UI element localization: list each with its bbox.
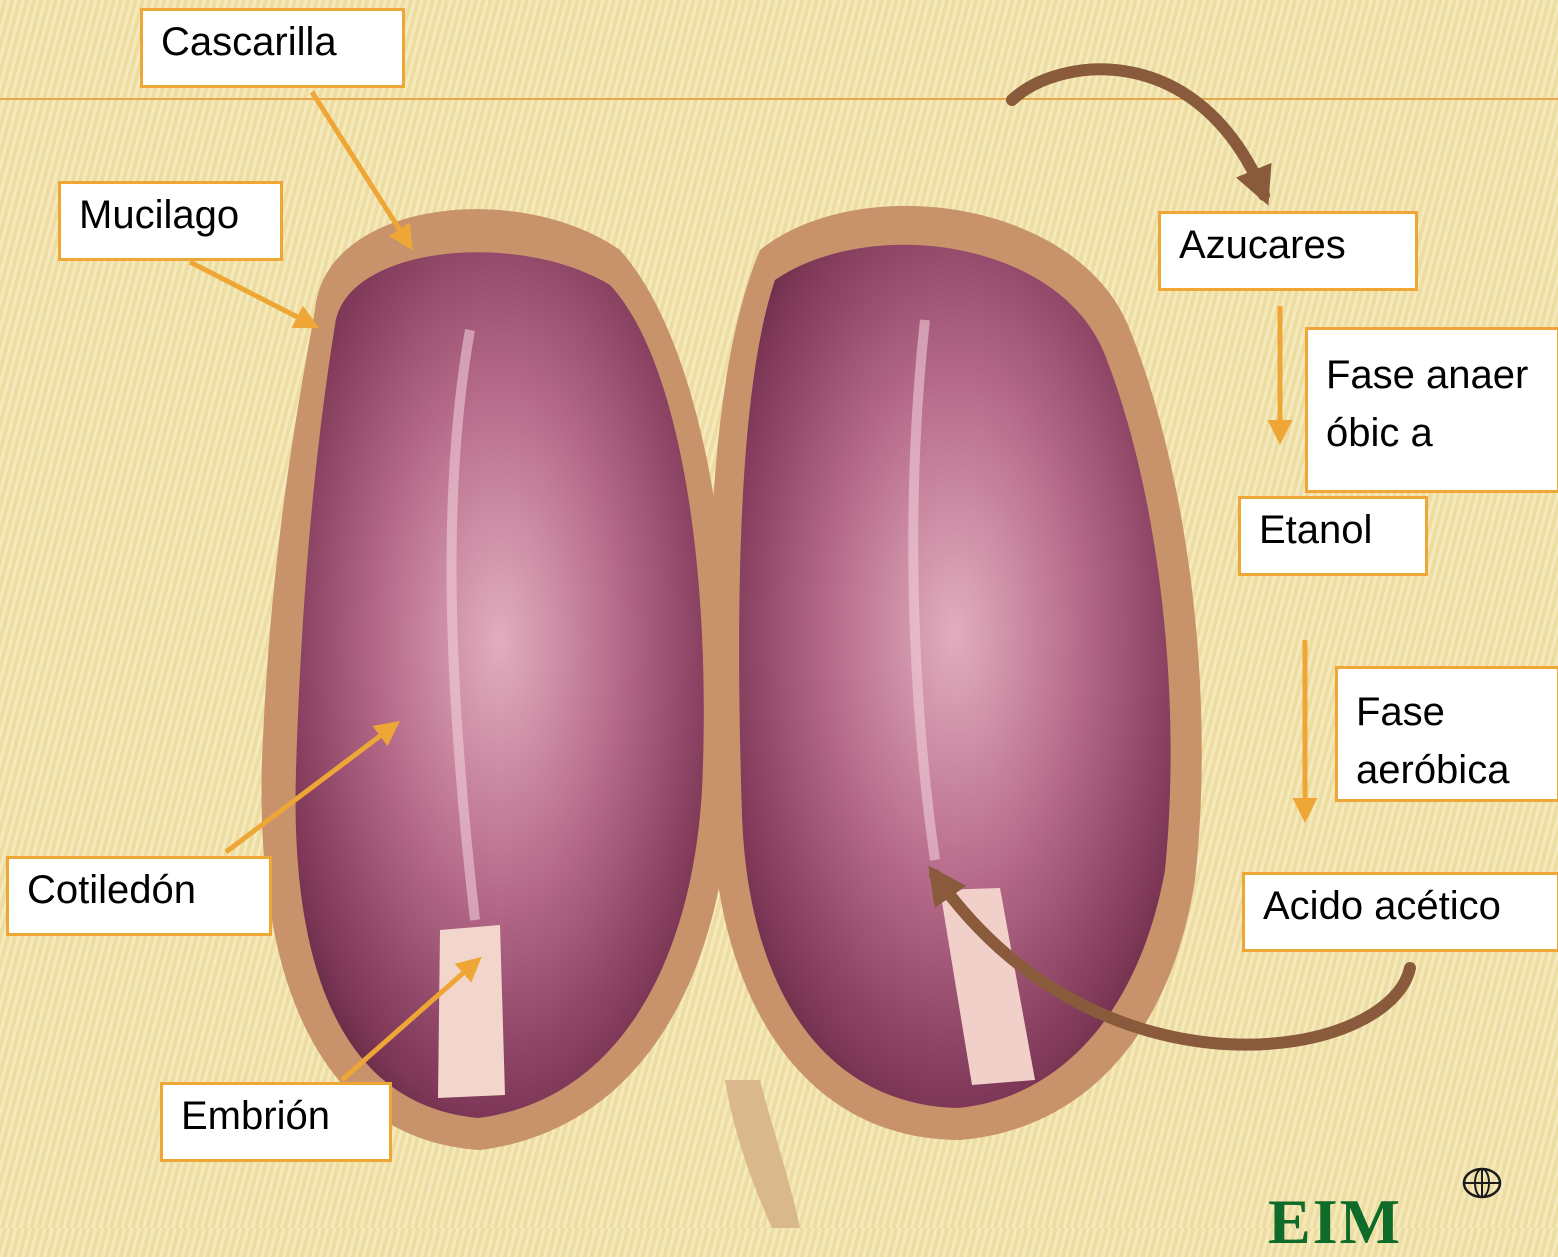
label-fase-anaerobica: Fase anaeróbic a	[1305, 327, 1558, 493]
arrow-cascarilla	[312, 92, 410, 246]
label-cotiledon: Cotiledón	[6, 856, 272, 936]
label-cascarilla: Cascarilla	[140, 8, 405, 88]
left-embryo	[438, 925, 505, 1098]
label-embrion: Embrión	[160, 1082, 392, 1162]
logo-globe-icon	[1464, 1169, 1500, 1197]
label-azucares: Azucares	[1158, 211, 1418, 291]
curved-arrow-to-azucares	[1012, 69, 1264, 195]
label-fase-aerobica: Fase aeróbica	[1335, 666, 1558, 802]
label-etanol: Etanol	[1238, 496, 1428, 576]
bean-stem	[725, 1080, 800, 1228]
label-mucilago: Mucilago	[58, 181, 283, 261]
cocoa-bean-photo	[261, 206, 1201, 1228]
label-acido-acetico: Acido acético	[1242, 872, 1558, 952]
arrow-mucilago	[190, 262, 315, 326]
logo-text: EIM	[1268, 1190, 1402, 1254]
